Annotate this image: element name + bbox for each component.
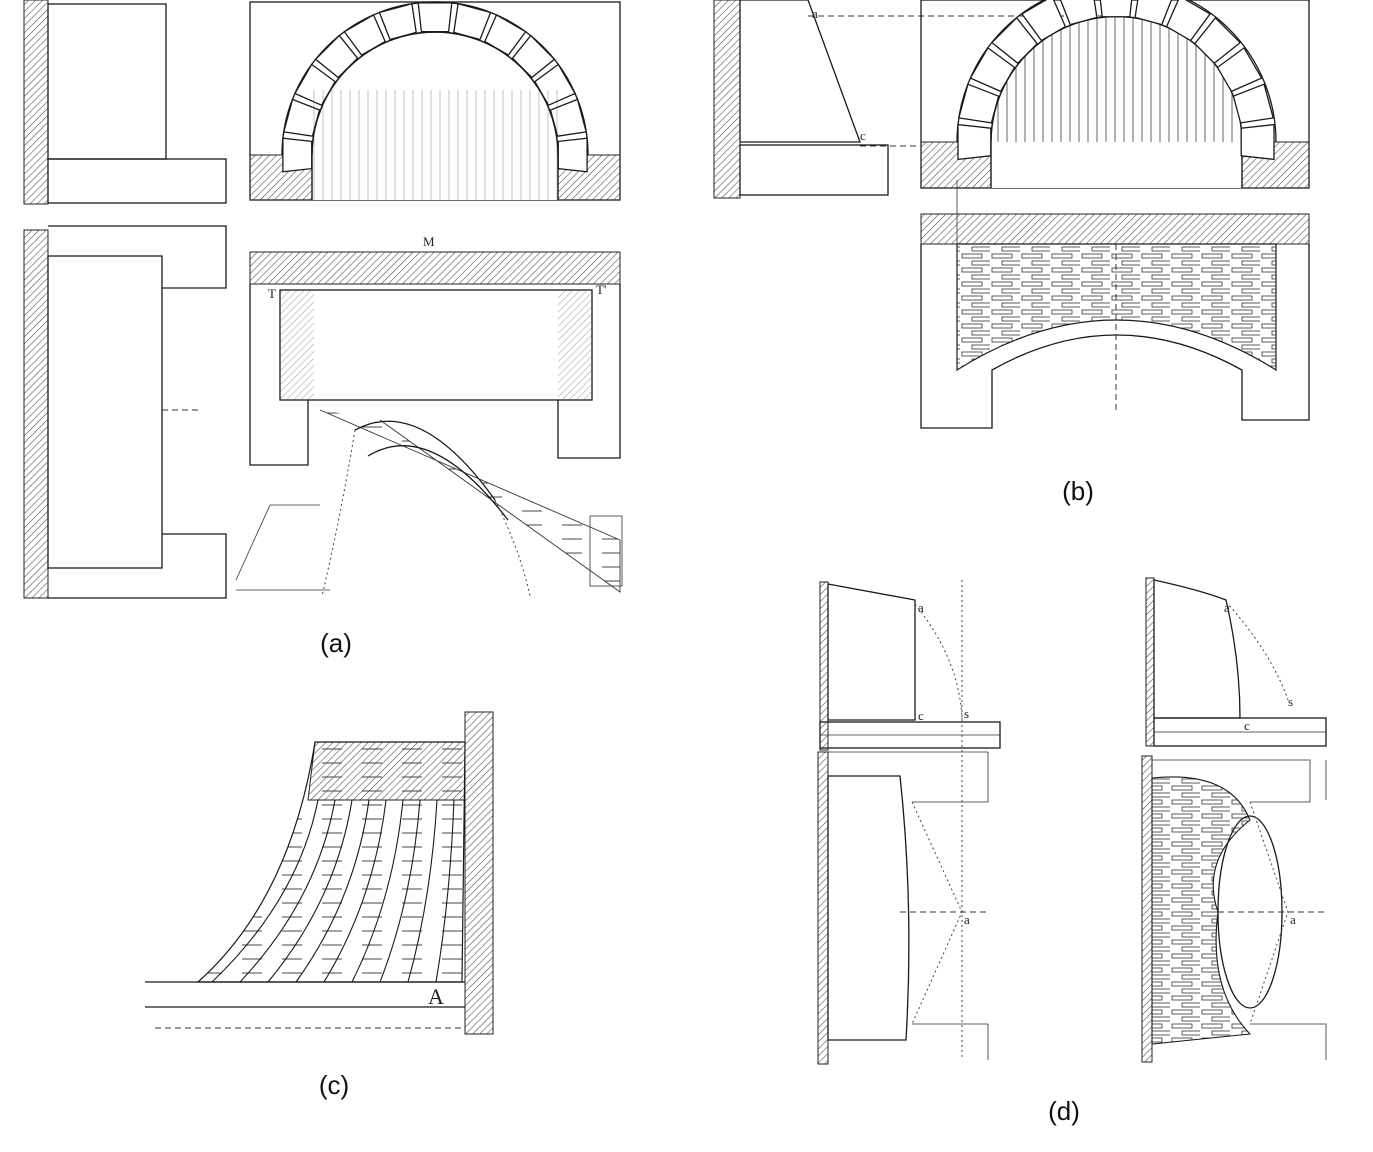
brick-ring — [239, 799, 336, 983]
label-t-left: T — [268, 286, 276, 301]
panel-a-voussoirs — [282, 2, 588, 173]
voussoir-block — [990, 16, 1039, 65]
voussoir-block — [1240, 123, 1275, 161]
voussoir-block — [1216, 46, 1263, 93]
brick-ring — [379, 799, 421, 983]
label-a-c: A — [428, 984, 444, 1009]
voussoir-block — [1099, 0, 1133, 18]
caption-a: (a) — [320, 628, 352, 658]
panel-a-arch-elevation — [249, 1, 621, 201]
panel-a-vault-plan: M T T' — [235, 234, 623, 597]
voussoir-block — [314, 34, 359, 79]
brick-ring — [351, 799, 404, 983]
voussoir-block — [417, 2, 453, 33]
panel-a-elevation-top-left — [23, 0, 227, 205]
label-c-d2: c — [1244, 718, 1250, 733]
voussoir-block — [1232, 83, 1275, 124]
brick-ring — [295, 799, 370, 983]
panel-d-right-drawing: a c s a — [1141, 577, 1327, 1063]
voussoir-block — [343, 13, 387, 56]
panel-c: A (c) — [145, 711, 494, 1100]
panel-a-brick-elevation — [23, 225, 227, 599]
voussoir-block — [511, 34, 556, 79]
brick-ring — [323, 799, 387, 983]
panel-b-voussoirs — [957, 0, 1275, 161]
caption-d: (d) — [1048, 1096, 1080, 1126]
label-t-right: T' — [596, 282, 606, 297]
voussoir-block — [1193, 16, 1242, 65]
label-c-d1: c — [918, 708, 924, 723]
voussoir-block — [957, 83, 1000, 124]
voussoir-block — [1059, 0, 1098, 26]
panel-b-vault-plan — [920, 180, 1310, 429]
voussoir-block — [1134, 0, 1173, 26]
voussoir-block — [282, 137, 313, 173]
label-a-d4: a — [1290, 912, 1296, 927]
label-a-d3: a — [1224, 600, 1230, 615]
panel-b-side-section: a c — [713, 0, 1120, 199]
panel-c-brick-rings — [211, 799, 455, 983]
label-a-b: a — [812, 6, 818, 21]
voussoir-block — [453, 2, 492, 41]
label-a-d2: a — [964, 912, 970, 927]
caption-c: (c) — [319, 1070, 349, 1100]
panel-a: M T T' (a) — [23, 0, 623, 658]
label-s-d2: s — [1288, 694, 1293, 709]
caption-b: (b) — [1062, 476, 1094, 506]
voussoir-block — [378, 2, 417, 41]
panel-b-arch-elevation — [920, 0, 1310, 189]
panel-d-left-drawing: a c s a — [817, 580, 1001, 1065]
panel-d: a c s a a c s — [817, 577, 1327, 1126]
label-s-d1: s — [964, 706, 969, 721]
voussoir-block — [557, 137, 588, 173]
brick-ring — [407, 799, 438, 983]
voussoir-block — [483, 13, 527, 56]
brick-ring — [435, 799, 455, 983]
panel-b: a c (b) — [713, 0, 1310, 506]
brick-ring — [267, 799, 353, 983]
voussoir-block — [1020, 0, 1067, 42]
label-c-b: c — [860, 128, 866, 143]
voussoir-block — [957, 123, 992, 161]
label-a-d1: a — [918, 600, 924, 615]
label-m: M — [423, 234, 435, 249]
voussoir-block — [1165, 0, 1212, 42]
voussoir-block — [969, 46, 1016, 93]
brick-ring — [211, 799, 319, 983]
